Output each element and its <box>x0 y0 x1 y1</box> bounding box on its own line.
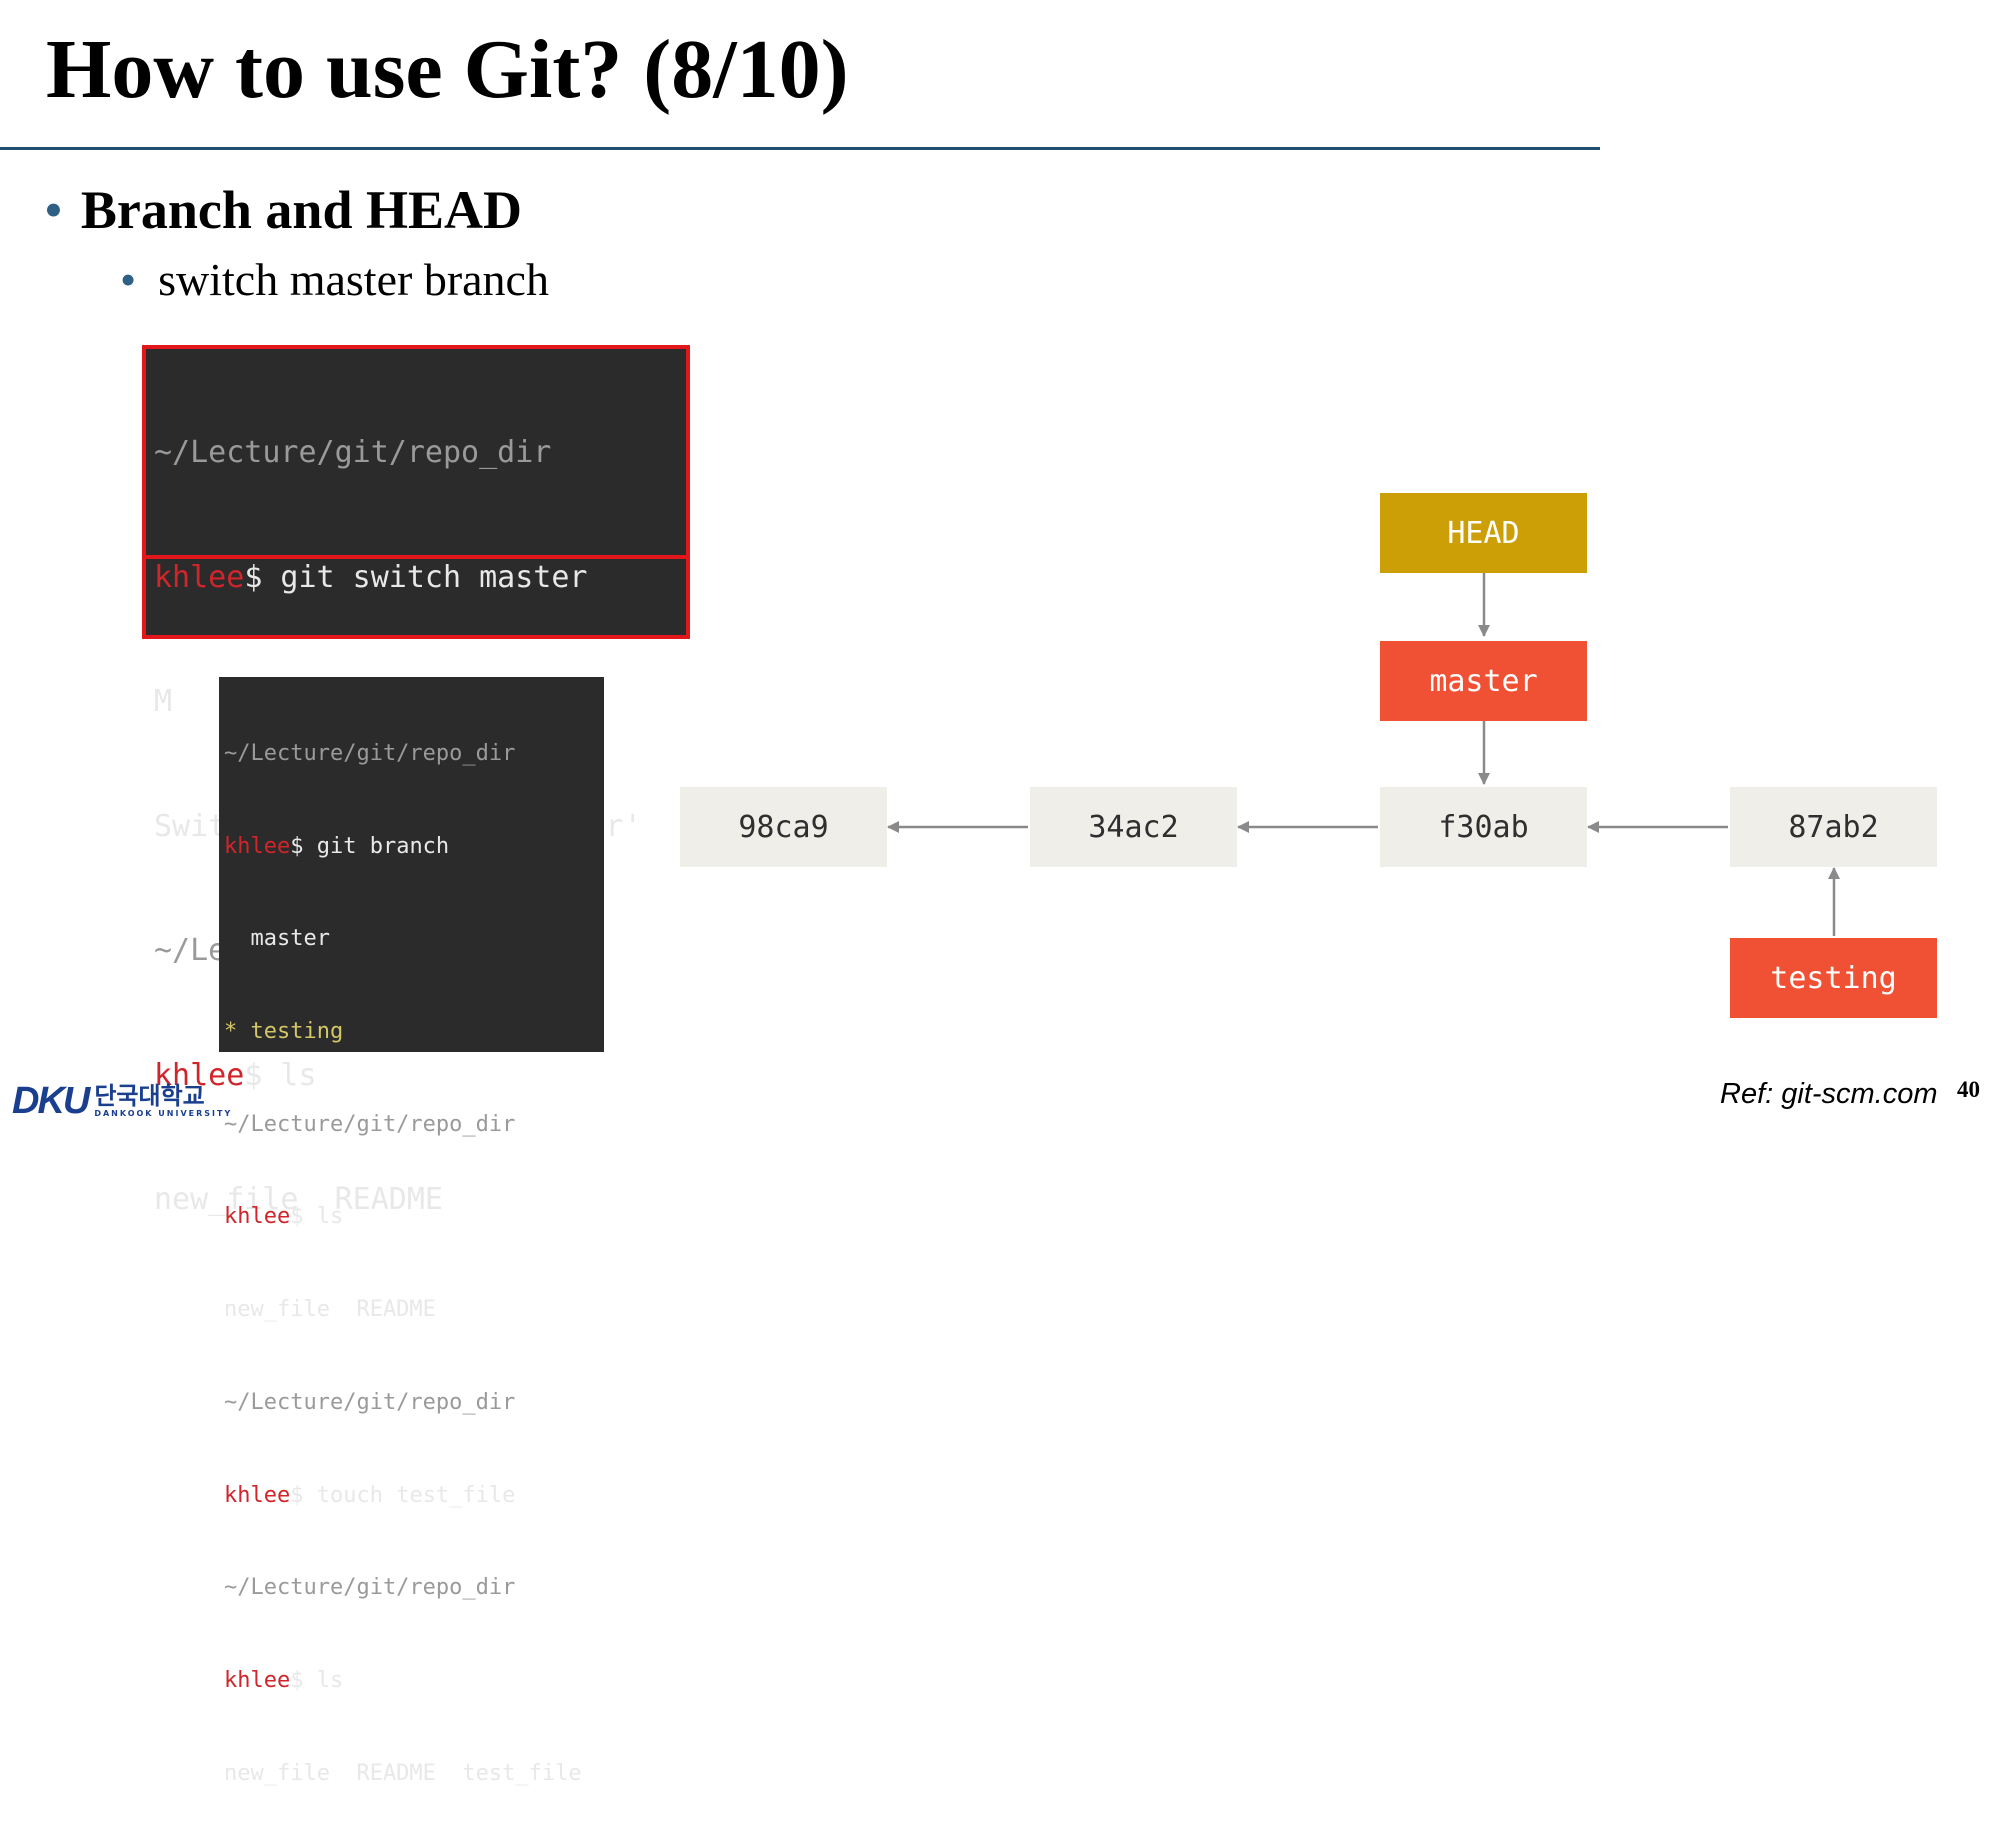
prompt-command: $ ls <box>290 1668 344 1693</box>
prompt-command: $ touch test_file <box>290 1482 516 1508</box>
reference-text: Ref: git-scm.com <box>1720 1078 1938 1110</box>
git-diagram-arrows <box>887 573 1840 936</box>
title-divider <box>0 147 1600 150</box>
terminal-line: khlee$ ls <box>154 1055 686 1097</box>
terminal-line: khlee$ git branch <box>224 832 604 863</box>
prompt-command: $ git branch <box>290 833 450 859</box>
head-pointer: HEAD <box>1380 493 1587 573</box>
terminal-line: new_file README <box>224 1297 436 1323</box>
bullet-sub: • switch master branch <box>120 250 549 310</box>
commit-node: 34ac2 <box>1030 787 1237 867</box>
university-logo: DKU 단국대학교 DANKOOK UNIVERSITY <box>12 1078 232 1124</box>
prompt-user: khlee <box>224 1482 291 1508</box>
logo-name-korean: 단국대학교 <box>94 1082 205 1110</box>
terminal-line-current-branch: * testing <box>224 1018 344 1044</box>
terminal-line: khlee$ touch test_file <box>224 1481 604 1512</box>
branch-master: master <box>1380 641 1587 721</box>
prompt-user: khlee <box>154 559 245 595</box>
terminal-line: ~/Lecture/git/repo_dir <box>224 1575 516 1601</box>
terminal-line: khlee$ ls <box>224 1202 604 1233</box>
commit-node: 87ab2 <box>1730 787 1937 867</box>
bullet-sub-text: switch master branch <box>158 254 549 305</box>
prompt-user: khlee <box>224 1668 291 1693</box>
terminal-line: ~/Lecture/git/repo_dir <box>224 1389 516 1415</box>
terminal-line: master <box>224 926 330 952</box>
prompt-user: khlee <box>224 1204 291 1230</box>
prompt-user: khlee <box>224 833 291 859</box>
commit-node: 98ca9 <box>680 787 887 867</box>
page-number: 40 <box>1957 1077 1980 1102</box>
slide-title: How to use Git? (8/10) <box>46 23 849 116</box>
logo-mark: DKU <box>12 1079 90 1122</box>
bullet-main: • Branch and HEAD <box>44 175 522 245</box>
prompt-user: khlee <box>154 1057 245 1093</box>
bullet-dot: • <box>44 180 63 240</box>
terminal-line: ~/Lecture/git/repo_dir <box>154 435 552 470</box>
bullet-dot: • <box>120 254 137 305</box>
branch-testing: testing <box>1730 938 1937 1018</box>
prompt-command: $ ls <box>290 1204 344 1230</box>
commit-node: f30ab <box>1380 787 1587 867</box>
terminal-line: ~/Lecture/git/repo_dir <box>224 740 516 766</box>
prompt-command: $ ls <box>244 1057 317 1093</box>
terminal-line: khlee$ ls <box>224 1666 604 1697</box>
terminal-line: new_file README test_file <box>224 1760 582 1786</box>
highlight-divider <box>146 555 686 559</box>
bullet-main-text: Branch and HEAD <box>80 180 523 240</box>
prompt-command: $ git switch master <box>244 559 588 595</box>
terminal-line: khlee$ git switch master <box>154 557 686 599</box>
logo-name-english: DANKOOK UNIVERSITY <box>94 1109 233 1118</box>
